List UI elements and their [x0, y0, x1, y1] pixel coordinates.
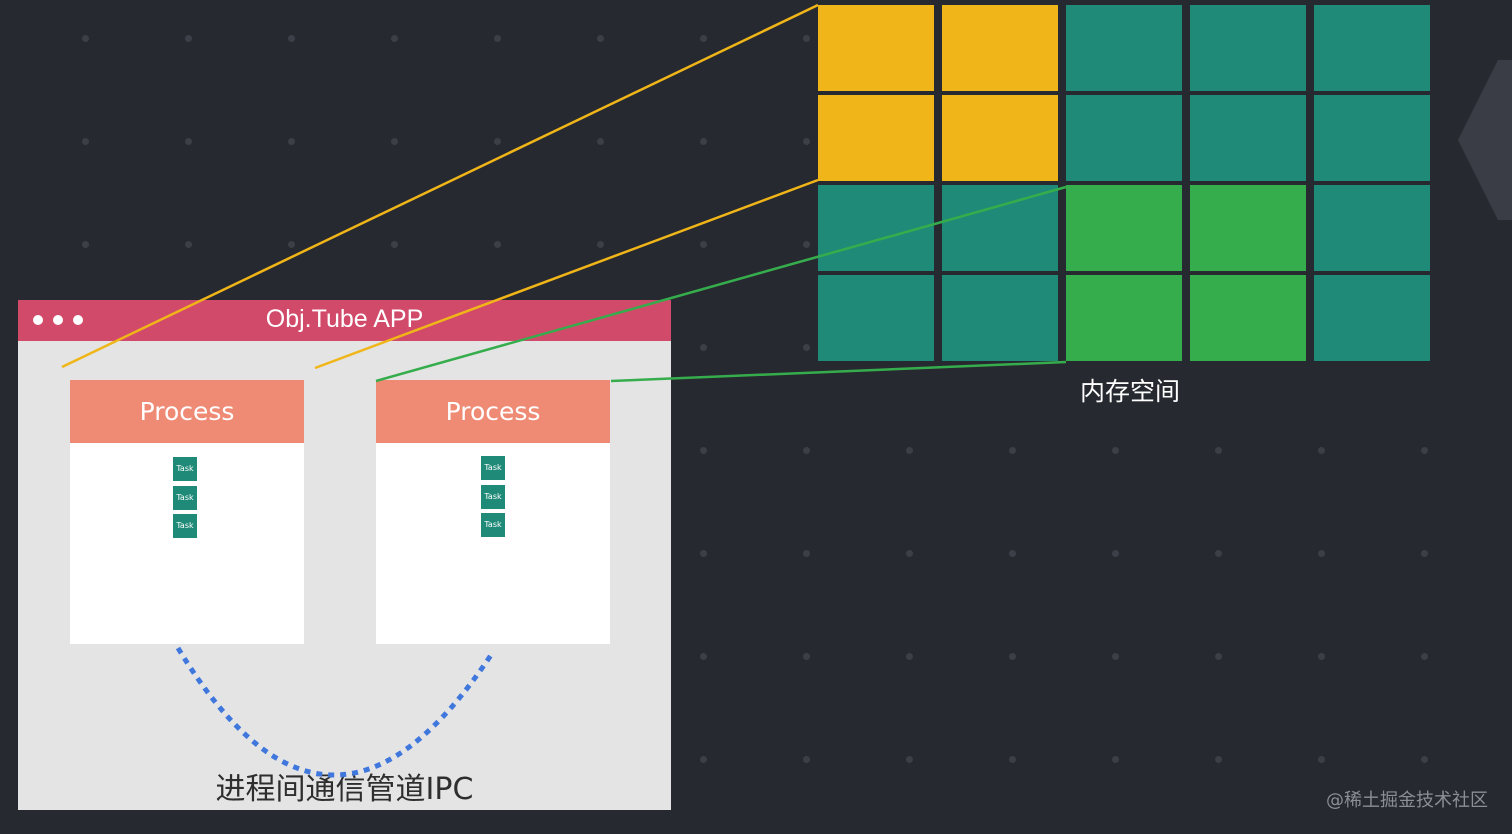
background-dot — [906, 756, 913, 763]
background-dot — [1318, 756, 1325, 763]
background-dot — [906, 447, 913, 454]
background-dot — [82, 138, 89, 145]
background-dot — [1112, 550, 1119, 557]
memory-cell-yellow — [818, 95, 934, 181]
background-dot — [700, 653, 707, 660]
background-dot — [288, 35, 295, 42]
app-window: Obj.Tube APP Process Task Task Task Proc… — [18, 300, 671, 810]
background-dot — [1112, 653, 1119, 660]
memory-cell-yellow — [942, 95, 1058, 181]
background-dot — [391, 241, 398, 248]
background-dot — [1318, 550, 1325, 557]
background-dot — [1318, 447, 1325, 454]
background-dot — [803, 756, 810, 763]
background-dot — [700, 241, 707, 248]
memory-cell-teal — [1314, 95, 1430, 181]
app-title: Obj.Tube APP — [265, 305, 424, 333]
ipc-label: 进程间通信管道IPC — [215, 772, 474, 807]
background-dot — [391, 35, 398, 42]
process-label: Process — [376, 380, 610, 443]
memory-cell-teal — [1314, 5, 1430, 91]
background-dot — [185, 241, 192, 248]
background-dot — [597, 35, 604, 42]
memory-cell-yellow — [942, 5, 1058, 91]
memory-cell-teal — [1190, 95, 1306, 181]
background-dot — [803, 241, 810, 248]
background-dot — [803, 447, 810, 454]
task-block: Task — [173, 514, 197, 538]
background-dot — [1009, 756, 1016, 763]
memory-cell-teal — [1314, 185, 1430, 271]
memory-cell-green — [1066, 185, 1182, 271]
app-titlebar: Obj.Tube APP — [18, 300, 671, 341]
task-block: Task — [481, 456, 505, 480]
background-dot — [803, 653, 810, 660]
background-dot — [700, 756, 707, 763]
background-dot — [494, 241, 501, 248]
background-dot — [1318, 653, 1325, 660]
background-dot — [803, 550, 810, 557]
background-dot — [1421, 653, 1428, 660]
background-dot — [700, 344, 707, 351]
background-dot — [803, 35, 810, 42]
background-dot — [288, 138, 295, 145]
background-dot — [1421, 756, 1428, 763]
background-dot — [1215, 756, 1222, 763]
background-dot — [597, 138, 604, 145]
memory-cell-yellow — [818, 5, 934, 91]
watermark: @稀土掘金技术社区 — [1326, 790, 1488, 811]
task-block: Task — [173, 486, 197, 510]
background-dot — [1215, 447, 1222, 454]
background-dot — [82, 241, 89, 248]
memory-cell-green — [1066, 275, 1182, 361]
green-connector-line — [610, 360, 1067, 383]
process-box-2: Process Task Task Task — [376, 380, 610, 644]
background-dot — [700, 550, 707, 557]
background-dot — [700, 447, 707, 454]
background-dot — [185, 35, 192, 42]
background-dot — [906, 550, 913, 557]
background-dot — [1421, 447, 1428, 454]
background-dot — [700, 35, 707, 42]
process-label: Process — [70, 380, 304, 443]
background-dot — [1112, 756, 1119, 763]
memory-cell-teal — [1066, 5, 1182, 91]
background-dot — [1215, 550, 1222, 557]
window-dot-icon — [53, 315, 63, 325]
background-dot — [82, 35, 89, 42]
memory-label: 内存空间 — [1079, 377, 1180, 406]
background-dot — [803, 138, 810, 145]
background-dot — [494, 138, 501, 145]
background-dot — [494, 35, 501, 42]
task-block: Task — [173, 457, 197, 481]
background-dot — [1112, 447, 1119, 454]
memory-cell-green — [1190, 185, 1306, 271]
memory-cell-teal — [1066, 95, 1182, 181]
background-dot — [1421, 550, 1428, 557]
memory-cell-teal — [1314, 275, 1430, 361]
background-dot — [1009, 550, 1016, 557]
background-dot — [1009, 447, 1016, 454]
background-dot — [391, 138, 398, 145]
background-dot — [1009, 653, 1016, 660]
background-dot — [288, 241, 295, 248]
memory-cell-teal — [1190, 5, 1306, 91]
memory-cell-teal — [942, 185, 1058, 271]
window-dot-icon — [33, 315, 43, 325]
task-block: Task — [481, 485, 505, 509]
memory-cell-teal — [942, 275, 1058, 361]
task-block: Task — [481, 513, 505, 537]
memory-cell-green — [1190, 275, 1306, 361]
background-dot — [597, 241, 604, 248]
background-dot — [700, 138, 707, 145]
process-box-1: Process Task Task Task — [70, 380, 304, 644]
background-dot — [906, 653, 913, 660]
memory-cell-teal — [818, 185, 934, 271]
background-dot — [803, 344, 810, 351]
background-dot — [185, 138, 192, 145]
partial-shape-decoration — [1458, 60, 1512, 220]
memory-cell-teal — [818, 275, 934, 361]
background-dot — [1215, 653, 1222, 660]
